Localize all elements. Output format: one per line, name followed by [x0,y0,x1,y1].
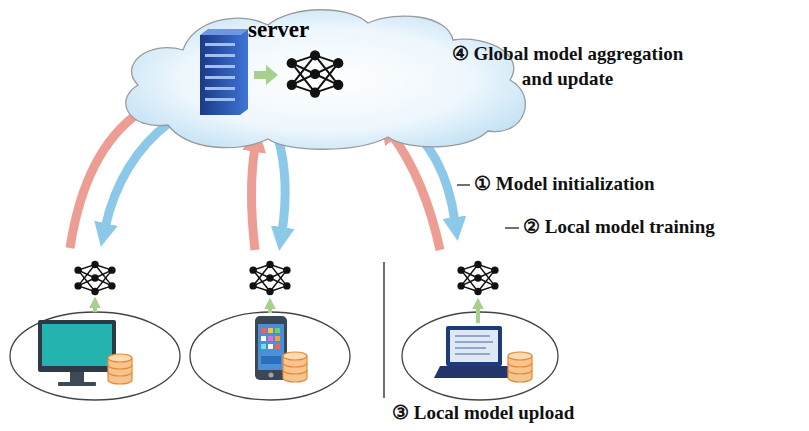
laptop-icon [455,341,493,343]
phone-icon [261,336,266,341]
desktop-monitor [42,324,112,366]
database-icon [108,354,132,384]
server-slot [205,65,235,68]
laptop-icon [450,330,498,362]
step-label: ② Local model training [523,215,715,240]
server-tower [200,29,248,35]
upload-arrow [252,147,256,250]
server-label: server [248,17,309,42]
desktop-monitor [38,320,116,372]
step-label: ③ Local model upload [392,401,574,426]
local-model-icon [249,261,290,295]
cloud-shape [126,10,526,150]
server-tower [200,29,248,115]
server-slot [205,87,235,90]
phone-icon [269,373,274,378]
phone-icon [275,328,280,333]
phone-icon [255,316,287,380]
phone-icon [268,344,273,349]
client-ellipse [402,312,558,400]
client-ellipse [10,312,180,400]
database-icon [508,352,532,382]
laptop-icon [455,336,493,354]
database-icon [283,352,307,382]
desktop-monitor [38,320,116,386]
server-slot [205,98,235,101]
desktop-monitor [58,382,96,386]
laptop-icon [446,326,502,366]
download-arrow [105,122,170,228]
download-arrow [278,138,285,232]
desktop-monitor [70,372,84,382]
training-arrow [95,306,478,323]
local-model-icon [457,261,498,295]
phone-icon [261,328,266,333]
phone-icon [268,328,273,333]
server-cloud: server [108,5,540,153]
server-slot [205,54,235,57]
training-arrow [476,307,480,323]
laptop-icon [455,353,490,355]
phone-icon [258,324,284,370]
step-label: ④ Global model aggregation and update [441,42,694,91]
phone-icon [275,336,280,341]
aggregation-arrow [254,65,278,85]
global-model-icon [287,50,344,97]
phone-icon [268,336,273,341]
training-arrow [93,306,97,312]
training-arrow [268,307,272,313]
phone-icon [255,316,287,380]
server-slot [205,76,235,79]
laptop-icon [434,366,514,378]
client-ellipse [10,312,558,400]
phone-icon [261,356,281,364]
laptop-icon [455,347,486,349]
leader-line [457,184,470,185]
phone-icon [275,344,280,349]
laptop-icon [434,326,514,378]
phone-icon [261,344,266,349]
laptop-icon [455,335,490,337]
server-illustration [108,5,540,153]
leader-line [505,227,519,228]
leader-line [383,262,384,398]
step-label: ① Model initialization [474,172,655,197]
local-model-icon [74,261,115,295]
client-ellipse [190,312,350,400]
server-slot [205,43,235,46]
